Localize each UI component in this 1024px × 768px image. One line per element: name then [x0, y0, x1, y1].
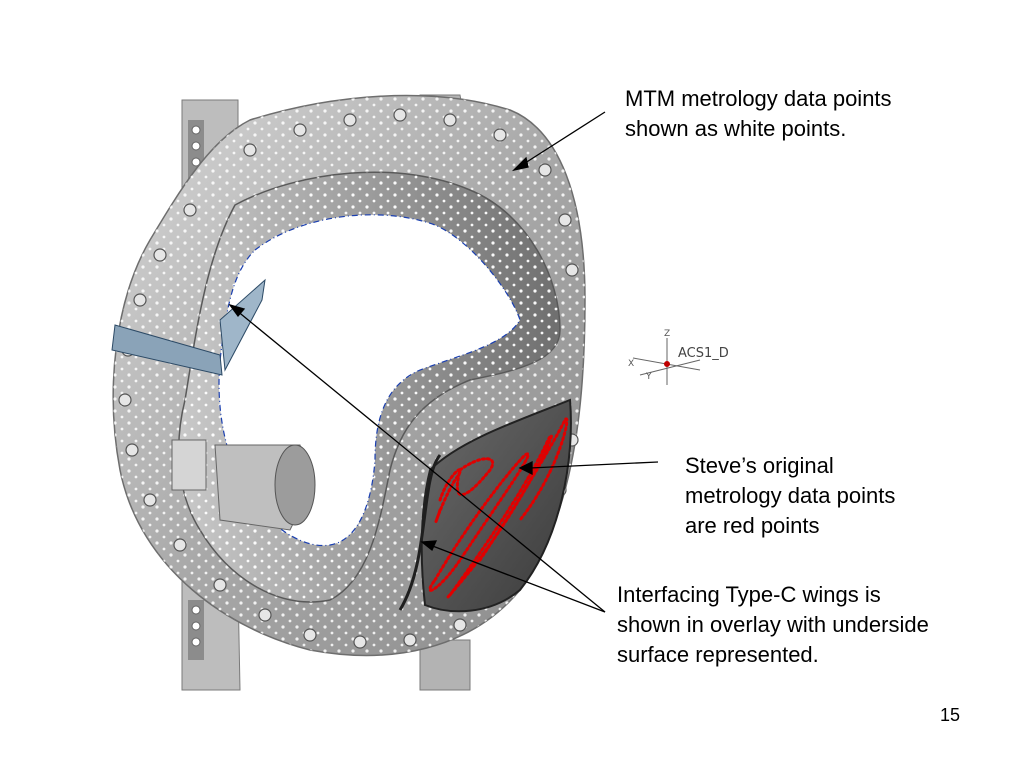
leader-lines — [228, 111, 659, 613]
callout-type-c-wings: Interfacing Type-C wings is shown in ove… — [617, 582, 929, 667]
coordinate-system-label: ACS1_D — [678, 346, 729, 361]
axis-x-label: X — [628, 359, 634, 369]
axis-z-label: Z — [664, 329, 670, 339]
axis-y-label: Y — [645, 372, 652, 382]
port-stub — [171, 439, 316, 531]
blue-edge-component — [111, 278, 266, 376]
page-number: 15 — [940, 705, 961, 725]
callout-steve-metrology: Steve’s original metrology data points a… — [685, 453, 896, 538]
coordinate-triad — [632, 338, 701, 385]
callout-mtm-metrology: MTM metrology data points shown as white… — [625, 86, 892, 141]
